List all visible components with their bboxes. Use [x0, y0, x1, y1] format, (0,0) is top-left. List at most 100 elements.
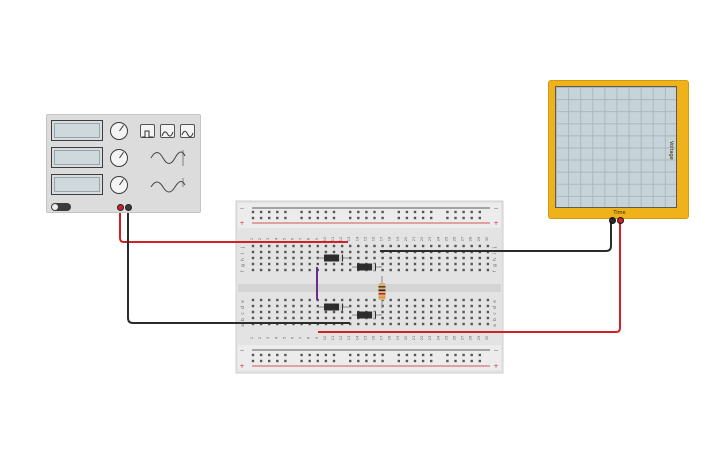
square-wave-button[interactable] [140, 124, 155, 138]
terminal-hole[interactable] [292, 244, 295, 248]
terminal-hole[interactable] [259, 268, 263, 272]
frequency-knob[interactable] [110, 122, 128, 140]
rail-hole[interactable] [365, 353, 368, 357]
rail-hole[interactable] [251, 359, 255, 363]
terminal-hole[interactable] [340, 310, 344, 314]
rail-hole[interactable] [259, 210, 263, 214]
terminal-hole[interactable] [251, 304, 255, 308]
rail-hole[interactable] [316, 353, 319, 357]
terminal-hole[interactable] [292, 298, 295, 302]
rail-hole[interactable] [470, 359, 473, 363]
terminal-hole[interactable] [470, 256, 473, 260]
terminal-hole[interactable] [316, 304, 319, 308]
terminal-hole[interactable] [413, 298, 417, 302]
terminal-hole[interactable] [324, 268, 328, 272]
amplitude-knob[interactable] [110, 149, 128, 167]
rail-hole[interactable] [284, 216, 287, 220]
terminal-hole[interactable] [349, 304, 352, 308]
terminal-hole[interactable] [389, 262, 392, 266]
terminal-hole[interactable] [438, 262, 441, 266]
terminal-hole[interactable] [421, 298, 425, 302]
terminal-hole[interactable] [357, 250, 360, 254]
terminal-hole[interactable] [446, 256, 449, 260]
terminal-hole[interactable] [446, 322, 449, 326]
rail-hole[interactable] [405, 359, 409, 363]
terminal-hole[interactable] [446, 316, 449, 320]
rail-hole[interactable] [446, 353, 449, 357]
terminal-hole[interactable] [405, 268, 409, 272]
terminal-hole[interactable] [284, 304, 287, 308]
terminal-hole[interactable] [284, 262, 287, 266]
terminal-hole[interactable] [413, 304, 417, 308]
terminal-hole[interactable] [292, 250, 295, 254]
terminal-hole[interactable] [259, 316, 263, 320]
terminal-hole[interactable] [349, 256, 352, 260]
terminal-hole[interactable] [438, 256, 441, 260]
terminal-hole[interactable] [486, 322, 490, 326]
terminal-hole[interactable] [421, 316, 425, 320]
terminal-hole[interactable] [324, 262, 328, 266]
terminal-hole[interactable] [340, 298, 344, 302]
terminal-hole[interactable] [357, 322, 360, 326]
terminal-hole[interactable] [349, 244, 352, 248]
terminal-hole[interactable] [373, 244, 376, 248]
terminal-hole[interactable] [300, 298, 303, 302]
terminal-hole[interactable] [405, 262, 409, 266]
terminal-hole[interactable] [446, 262, 449, 266]
terminal-hole[interactable] [421, 268, 425, 272]
terminal-hole[interactable] [421, 244, 425, 248]
sine-wave-button[interactable] [180, 124, 195, 138]
rail-hole[interactable] [276, 359, 279, 363]
terminal-hole[interactable] [349, 316, 352, 320]
terminal-hole[interactable] [397, 316, 400, 320]
rail-hole[interactable] [413, 210, 417, 214]
rail-hole[interactable] [397, 216, 400, 220]
terminal-hole[interactable] [389, 322, 392, 326]
terminal-hole[interactable] [259, 310, 263, 314]
terminal-hole[interactable] [389, 268, 392, 272]
terminal-hole[interactable] [300, 310, 303, 314]
rail-hole[interactable] [349, 353, 352, 357]
terminal-hole[interactable] [397, 262, 400, 266]
rail-hole[interactable] [268, 210, 271, 214]
terminal-hole[interactable] [413, 268, 417, 272]
rail-hole[interactable] [421, 216, 425, 220]
terminal-hole[interactable] [446, 304, 449, 308]
terminal-hole[interactable] [316, 316, 319, 320]
rail-hole[interactable] [413, 353, 417, 357]
terminal-hole[interactable] [284, 256, 287, 260]
terminal-hole[interactable] [316, 310, 319, 314]
terminal-hole[interactable] [454, 304, 457, 308]
rail-hole[interactable] [381, 216, 384, 220]
rail-hole[interactable] [251, 210, 255, 214]
terminal-hole[interactable] [365, 244, 368, 248]
terminal-hole[interactable] [268, 310, 271, 314]
rail-hole[interactable] [462, 353, 465, 357]
terminal-hole[interactable] [430, 310, 433, 314]
terminal-hole[interactable] [438, 298, 441, 302]
terminal-hole[interactable] [332, 310, 336, 314]
terminal-hole[interactable] [381, 310, 384, 314]
rail-hole[interactable] [300, 210, 303, 214]
rail-hole[interactable] [284, 353, 287, 357]
terminal-hole[interactable] [268, 256, 271, 260]
rail-hole[interactable] [397, 359, 400, 363]
terminal-hole[interactable] [397, 244, 400, 248]
rail-hole[interactable] [446, 216, 449, 220]
terminal-hole[interactable] [268, 316, 271, 320]
rail-hole[interactable] [405, 210, 409, 214]
terminal-hole[interactable] [381, 322, 384, 326]
rail-hole[interactable] [276, 210, 279, 214]
terminal-hole[interactable] [462, 256, 465, 260]
terminal-hole[interactable] [462, 262, 465, 266]
rail-hole[interactable] [405, 216, 409, 220]
terminal-hole[interactable] [308, 268, 311, 272]
terminal-hole[interactable] [316, 256, 319, 260]
rail-hole[interactable] [349, 216, 352, 220]
terminal-hole[interactable] [300, 316, 303, 320]
terminal-hole[interactable] [259, 256, 263, 260]
terminal-hole[interactable] [486, 268, 490, 272]
terminal-hole[interactable] [454, 316, 457, 320]
terminal-hole[interactable] [268, 244, 271, 248]
